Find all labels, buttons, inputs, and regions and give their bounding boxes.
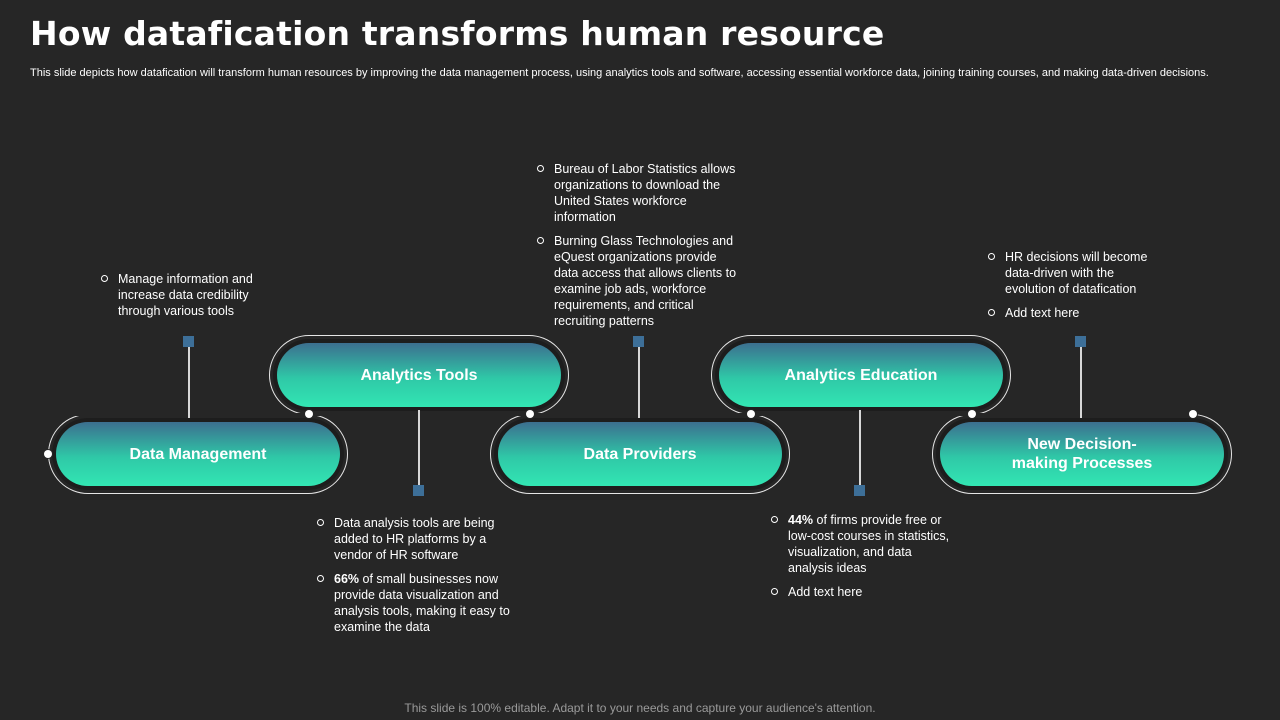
notes-data-management: Manage information and increase data cre… — [99, 271, 269, 327]
note-item: Bureau of Labor Statistics allows organi… — [535, 161, 740, 225]
notes-analytics-tools: Data analysis tools are being added to H… — [315, 515, 520, 643]
frame-gap — [530, 413, 752, 416]
stage-pill-data-management: Data Management — [56, 422, 340, 486]
note-item: Add text here — [769, 584, 959, 600]
footer-note: This slide is 100% editable. Adapt it to… — [404, 701, 876, 715]
leader-marker — [1075, 336, 1086, 347]
frame-gap — [70, 413, 310, 416]
note-item: Manage information and increase data cre… — [99, 271, 269, 319]
note-text: of small businesses now provide data vis… — [334, 572, 510, 634]
leader-marker — [854, 485, 865, 496]
page-title: How datafication transforms human resour… — [30, 14, 885, 53]
note-item: HR decisions will become data-driven wit… — [986, 249, 1166, 297]
leader-marker — [633, 336, 644, 347]
note-text: Data analysis tools are being added to H… — [334, 516, 495, 562]
leader-marker — [413, 485, 424, 496]
note-item: Add text here — [986, 305, 1166, 321]
notes-new-decision: HR decisions will become data-driven wit… — [986, 249, 1166, 329]
note-stat: 44% — [788, 513, 814, 527]
frame-gap — [972, 413, 1193, 416]
note-item: 66% of small businesses now provide data… — [315, 571, 520, 635]
leader-line — [859, 410, 861, 490]
note-item: Burning Glass Technologies and eQuest or… — [535, 233, 740, 329]
notes-data-providers: Bureau of Labor Statistics allows organi… — [535, 161, 740, 337]
frame-gap — [310, 413, 530, 416]
stage-pill-data-providers: Data Providers — [498, 422, 782, 486]
connector-dot — [526, 410, 534, 418]
connector-dot — [305, 410, 313, 418]
leader-marker — [183, 336, 194, 347]
note-stat: 66% — [334, 572, 360, 586]
note-item: Data analysis tools are being added to H… — [315, 515, 520, 563]
notes-analytics-education: 44% of firms provide free or low-cost co… — [769, 512, 959, 608]
stage-pill-new-decision: New Decision- making Processes — [940, 422, 1224, 486]
note-item: 44% of firms provide free or low-cost co… — [769, 512, 959, 576]
note-text: of firms provide free or low-cost course… — [788, 513, 950, 575]
connector-dot — [968, 410, 976, 418]
stage-pill-analytics-education: Analytics Education — [719, 343, 1003, 407]
stage-pill-analytics-tools: Analytics Tools — [277, 343, 561, 407]
note-text: Add text here — [788, 585, 863, 599]
connector-dot — [1189, 410, 1197, 418]
connector-dot — [44, 450, 52, 458]
leader-line — [638, 344, 640, 418]
leader-line — [418, 410, 420, 490]
connector-dot — [747, 410, 755, 418]
frame-gap — [752, 413, 972, 416]
page-subtitle: This slide depicts how datafication will… — [30, 67, 1209, 79]
leader-line — [188, 344, 190, 418]
leader-line — [1080, 344, 1082, 418]
